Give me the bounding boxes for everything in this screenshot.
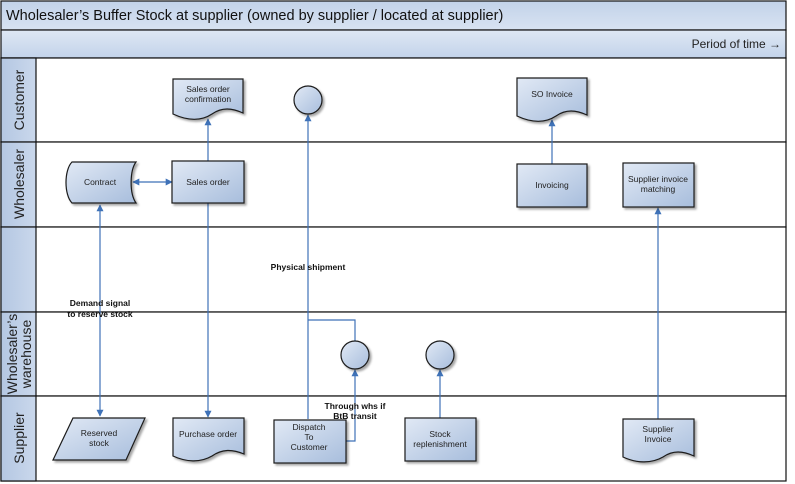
text-supplier-invoice-1: Supplier: [642, 424, 673, 434]
nodes: [52, 77, 695, 464]
text-reserved-stock-1: Reserved: [81, 428, 118, 438]
lane-label-warehouse-line1: Wholesaler’s: [4, 314, 20, 394]
diagram-title: Wholesaler’s Buffer Stock at supplier (o…: [6, 8, 503, 24]
label-physical-shipment: Physical shipment: [271, 262, 346, 272]
text-purchase-order: Purchase order: [179, 429, 237, 439]
label-through-whs-1: Through whs if: [325, 401, 386, 411]
node-reserved-stock[interactable]: [52, 417, 146, 461]
connector-through-whs: [346, 369, 359, 442]
lane-header-supplier: [0, 395, 37, 482]
lane-customer: [0, 57, 787, 143]
node-sales-order-confirmation[interactable]: [172, 78, 244, 120]
node-warehouse-event-circle-1[interactable]: [340, 340, 370, 370]
node-customer-event-circle[interactable]: [293, 85, 323, 115]
label-demand-signal-2: to reserve stock: [67, 309, 132, 319]
text-supplier-invoice-2: Invoice: [645, 434, 672, 444]
text-stock-replenishment-1: Stock: [429, 429, 451, 439]
lane-label-customer: Customer: [11, 69, 27, 130]
node-supplier-invoice[interactable]: [622, 418, 695, 463]
lane-warehouse: [0, 311, 787, 397]
lane-blank: [0, 226, 787, 313]
text-stock-replenishment-2: replenishment: [413, 439, 467, 449]
text-so-invoice: SO Invoice: [531, 89, 573, 99]
node-dispatch-to-customer[interactable]: [273, 419, 347, 464]
node-labels: Sales order confirmation SO Invoice Cont…: [81, 84, 688, 452]
text-supplier-invoice-matching-1: Supplier invoice: [628, 174, 688, 184]
text-sales-order-confirmation-1: Sales order: [186, 84, 230, 94]
node-stock-replenishment[interactable]: [404, 417, 477, 462]
text-dispatch-1: Dispatch: [292, 422, 325, 432]
connector-branch-to-warehouse: [308, 319, 356, 342]
lane-label-warehouse-line2: warehouse: [18, 320, 34, 390]
node-invoicing[interactable]: [516, 163, 588, 208]
node-sales-order[interactable]: [171, 160, 245, 204]
lane-header-wholesaler: [0, 141, 37, 228]
text-contract: Contract: [84, 177, 117, 187]
title-bar: [0, 0, 787, 31]
connectors: [96, 114, 662, 442]
lane-label-supplier: Supplier: [11, 412, 27, 464]
text-reserved-stock-2: stock: [89, 438, 110, 448]
lane-header-blank: [0, 226, 37, 313]
node-so-invoice[interactable]: [516, 77, 588, 122]
period-of-time-label: Period of time →: [692, 37, 781, 51]
timeline-bar: [0, 29, 787, 59]
connector-labels: Physical shipment Demand signal to reser…: [67, 262, 385, 421]
text-sales-order-confirmation-2: confirmation: [185, 94, 232, 104]
text-invoicing: Invoicing: [535, 180, 569, 190]
node-supplier-invoice-matching[interactable]: [622, 162, 695, 208]
text-sales-order: Sales order: [186, 177, 230, 187]
node-contract[interactable]: [65, 161, 138, 204]
text-dispatch-3: Customer: [291, 442, 328, 452]
label-demand-signal-1: Demand signal: [70, 298, 130, 308]
node-warehouse-event-circle-2[interactable]: [425, 340, 455, 370]
node-purchase-order[interactable]: [172, 417, 245, 462]
label-through-whs-2: BtB transit: [333, 411, 377, 421]
lane-header-warehouse: [0, 311, 37, 397]
text-supplier-invoice-matching-2: matching: [641, 184, 676, 194]
text-dispatch-2: To: [305, 432, 314, 442]
lane-label-wholesaler: Wholesaler: [11, 149, 27, 219]
